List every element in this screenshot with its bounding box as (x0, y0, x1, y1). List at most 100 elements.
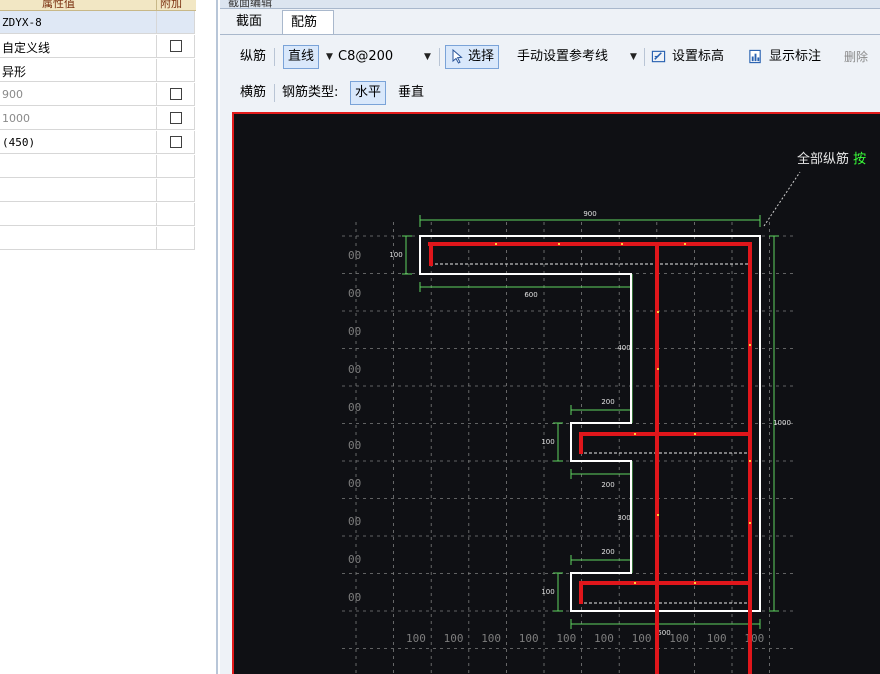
show-annotation-icon[interactable] (748, 49, 763, 64)
select-label: 选择 (468, 49, 495, 64)
ruler-left-tick-label: 00 (348, 515, 361, 528)
property-row[interactable] (0, 179, 195, 202)
delete-button[interactable]: 删除 (844, 50, 869, 64)
ruler-bottom-tick-label: 100 (519, 632, 539, 645)
dimension-label: 200 (601, 548, 614, 556)
property-row[interactable]: 异形 (0, 59, 195, 82)
dimension-label: 900 (583, 210, 596, 218)
ruler-bottom-tick-label: 100 (481, 632, 501, 645)
section-drawing-canvas[interactable]: 00 00 00 00 00 00 00 00 00 00 100 100 100 100 100 100 10… (232, 112, 880, 674)
tab-reinforcement[interactable]: 配筋 (282, 10, 334, 34)
ruler-bottom-tick-label: 100 (707, 632, 727, 645)
property-row[interactable]: ZDYX-8 (0, 11, 195, 34)
annotation-suffix: 按 (853, 152, 867, 167)
toolbar-transverse: 横筋 钢筋类型: 水平 垂直 (228, 80, 880, 108)
property-row[interactable] (0, 155, 195, 178)
ruler-left-tick-label: 00 (348, 287, 361, 300)
extra-column-header: 附加 (160, 0, 182, 10)
toolbar-separator (439, 48, 440, 66)
section-outline (419, 235, 761, 612)
ruler-left-tick-label: 00 (348, 363, 361, 376)
ruler-bottom-tick-label: 100 (556, 632, 576, 645)
rebar-spec-select[interactable]: C8@200 (338, 49, 394, 64)
section-drawing: 00 00 00 00 00 00 00 00 00 00 100 100 100 100 100 100 10… (342, 171, 801, 674)
property-row[interactable]: 1000 (0, 107, 195, 130)
ruler-left-tick-label: 00 (348, 249, 361, 262)
transverse-label: 横筋 (240, 85, 267, 100)
ruler-bottom-tick-label: 100 (744, 632, 764, 645)
extra-checkbox[interactable] (170, 112, 182, 124)
section-editor: 截面编辑 截面 配筋 纵筋 直线 ▼ C8@200 ▼ 选择 手动设置参考线 ▼… (220, 0, 880, 674)
property-row[interactable] (0, 227, 195, 250)
pointer-icon (452, 49, 463, 64)
property-value[interactable]: 900 (2, 88, 23, 101)
manual-reference-line-button[interactable]: 手动设置参考线 (517, 49, 609, 64)
toolbar-separator (644, 48, 645, 66)
dimension-label: 400 (617, 344, 630, 352)
column-divider (156, 35, 157, 58)
vertical-button[interactable]: 垂直 (398, 85, 425, 100)
manual-reference-dropdown-icon[interactable]: ▼ (630, 52, 637, 62)
toolbar-separator (274, 48, 275, 66)
column-divider (156, 155, 157, 178)
ruler-bottom-tick-label: 100 (406, 632, 426, 645)
property-grid-header: 属性值 附加 (0, 0, 196, 11)
property-row[interactable]: 自定义线 (0, 35, 195, 58)
horizontal-button[interactable]: 水平 (350, 81, 387, 105)
column-divider (156, 131, 157, 154)
dimension-label: 1000 (773, 419, 791, 427)
annotation-label[interactable]: 全部纵筋 按 (797, 148, 866, 167)
ruler-left-tick-label: 00 (348, 553, 361, 566)
dimension-label: 500 (657, 629, 670, 637)
ruler-left-tick-label: 00 (348, 401, 361, 414)
set-elevation-button[interactable]: 设置标高 (672, 49, 725, 64)
column-divider (156, 203, 157, 226)
ruler-left-tick-label: 00 (348, 325, 361, 338)
ruler-bottom-tick-label: 100 (594, 632, 614, 645)
ruler-left-tick-label: 00 (348, 477, 361, 490)
property-value[interactable]: (450) (2, 136, 36, 149)
tab-section[interactable]: 截面 (236, 14, 263, 29)
dimension-label: 200 (601, 481, 614, 489)
extra-checkbox[interactable] (170, 88, 182, 100)
property-row[interactable]: (450) (0, 131, 195, 154)
property-row[interactable] (0, 203, 195, 226)
rebar-spec-dropdown-icon[interactable]: ▼ (424, 52, 431, 62)
property-value[interactable]: 自定义线 (2, 41, 51, 55)
panel-splitter[interactable] (216, 0, 218, 674)
property-value[interactable]: 异形 (2, 65, 27, 79)
cover-line (430, 263, 752, 604)
editor-title-bar: 截面编辑 (220, 0, 880, 9)
extra-checkbox[interactable] (170, 40, 182, 52)
set-elevation-icon[interactable] (651, 49, 666, 64)
rebar-group (428, 242, 752, 674)
tab-underline (220, 34, 880, 35)
toolbar-separator (274, 84, 275, 102)
property-row[interactable]: 900 (0, 83, 195, 106)
dimension-label: 200 (601, 398, 614, 406)
toolbar-longitudinal: 纵筋 直线 ▼ C8@200 ▼ 选择 手动设置参考线 ▼ 设置标高 显示标注 … (228, 44, 880, 72)
dimension-label: 300 (617, 514, 630, 522)
line-mode-button[interactable]: 直线 (283, 45, 320, 69)
annotation-text: 全部纵筋 (797, 152, 850, 167)
column-divider (156, 59, 157, 82)
ruler-labels: 00 00 00 00 00 00 00 00 00 00 100 100 100 100 100 100 10… (348, 249, 764, 645)
ruler-bottom-tick-label: 100 (632, 632, 652, 645)
longitudinal-label: 纵筋 (240, 49, 267, 64)
column-divider (156, 83, 157, 106)
extra-checkbox[interactable] (170, 136, 182, 148)
ruler-left-tick-label: 00 (348, 591, 361, 604)
rebar-top (428, 242, 752, 674)
ruler-left-tick-label: 00 (348, 439, 361, 452)
property-value[interactable]: ZDYX-8 (2, 16, 42, 29)
property-value[interactable]: 1000 (2, 112, 30, 125)
line-mode-dropdown-icon[interactable]: ▼ (326, 52, 333, 62)
rebar-points (495, 243, 751, 584)
select-button[interactable]: 选择 (445, 45, 500, 69)
dimension-label: 100 (541, 438, 554, 446)
show-annotation-button[interactable]: 显示标注 (769, 49, 822, 64)
dimension-label: 100 (389, 251, 402, 259)
reference-grid (342, 222, 794, 674)
ruler-bottom-tick-label: 100 (444, 632, 464, 645)
rebar-type-label: 钢筋类型: (282, 85, 339, 100)
